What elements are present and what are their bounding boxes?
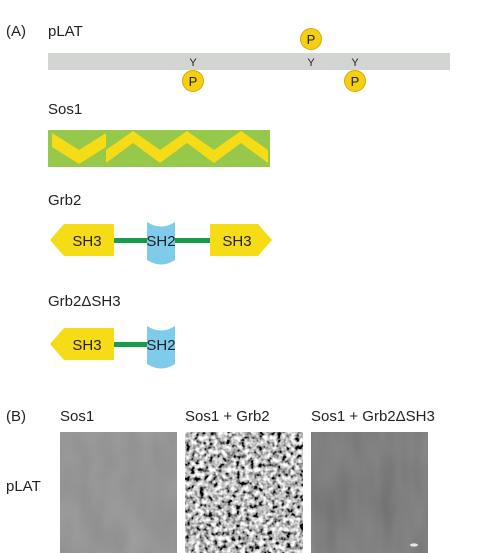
micrograph-sos1 [60, 432, 177, 553]
phospho-label-1: P [307, 32, 316, 47]
column-header-2: Sos1 + Grb2 [185, 408, 270, 425]
row-label: pLAT [6, 478, 41, 495]
plat-name: pLAT [48, 23, 83, 40]
grb2-sh2-shape [147, 222, 175, 265]
plat-diagram: pLAT Y Y Y P P P [48, 23, 450, 92]
micrograph-sos1-grb2 [185, 432, 303, 553]
grb2-sh3-left-shape [50, 224, 114, 256]
grb2-dsh3-sh2-shape [147, 326, 175, 369]
phospho-circle-1 [300, 28, 322, 50]
grb2-dsh3-name: Grb2ΔSH3 [48, 293, 121, 310]
panel-b-label: (B) [6, 408, 26, 425]
plat-bar [48, 53, 450, 70]
tyrosine-label-1: Y [189, 57, 197, 69]
micrograph-sos1-grb2-dsh3 [311, 432, 428, 553]
grb2-sh3-right-label: SH3 [222, 233, 251, 250]
column-header-1: Sos1 [60, 408, 94, 425]
micrograph-bright-spot [410, 543, 418, 547]
sos1-name: Sos1 [48, 101, 82, 118]
phospho-label-3: P [351, 74, 360, 89]
grb2-sh2-label: SH2 [146, 233, 175, 250]
tyrosine-label-3: Y [351, 57, 359, 69]
grb2-sh3-right-shape [210, 224, 272, 256]
sos1-chevron-up-2 [160, 131, 214, 163]
grb2-dsh3-sh3-shape [50, 328, 114, 360]
phospho-circle-3 [344, 70, 366, 92]
grb2-diagram: Grb2 SH3 SH2 SH3 [48, 192, 272, 265]
sos1-chevron-up-3 [214, 131, 268, 163]
grb2-dsh3-diagram: Grb2ΔSH3 SH3 SH2 [48, 293, 176, 369]
tyrosine-label-2: Y [307, 57, 315, 69]
phospho-label-2: P [189, 74, 198, 89]
sos1-chevron-down [52, 133, 106, 164]
panel-a-label: (A) [6, 23, 26, 40]
sos1-diagram: Sos1 [48, 101, 270, 167]
column-header-3: Sos1 + Grb2ΔSH3 [311, 408, 435, 425]
phospho-circle-2 [182, 70, 204, 92]
grb2-name: Grb2 [48, 192, 81, 209]
grb2-dsh3-sh2-label: SH2 [146, 337, 175, 354]
grb2-sh3-left-label: SH3 [72, 233, 101, 250]
grb2-dsh3-sh3-label: SH3 [72, 337, 101, 354]
grb2-dsh3-linker [114, 342, 150, 347]
sos1-chevron-up-1 [106, 131, 160, 163]
